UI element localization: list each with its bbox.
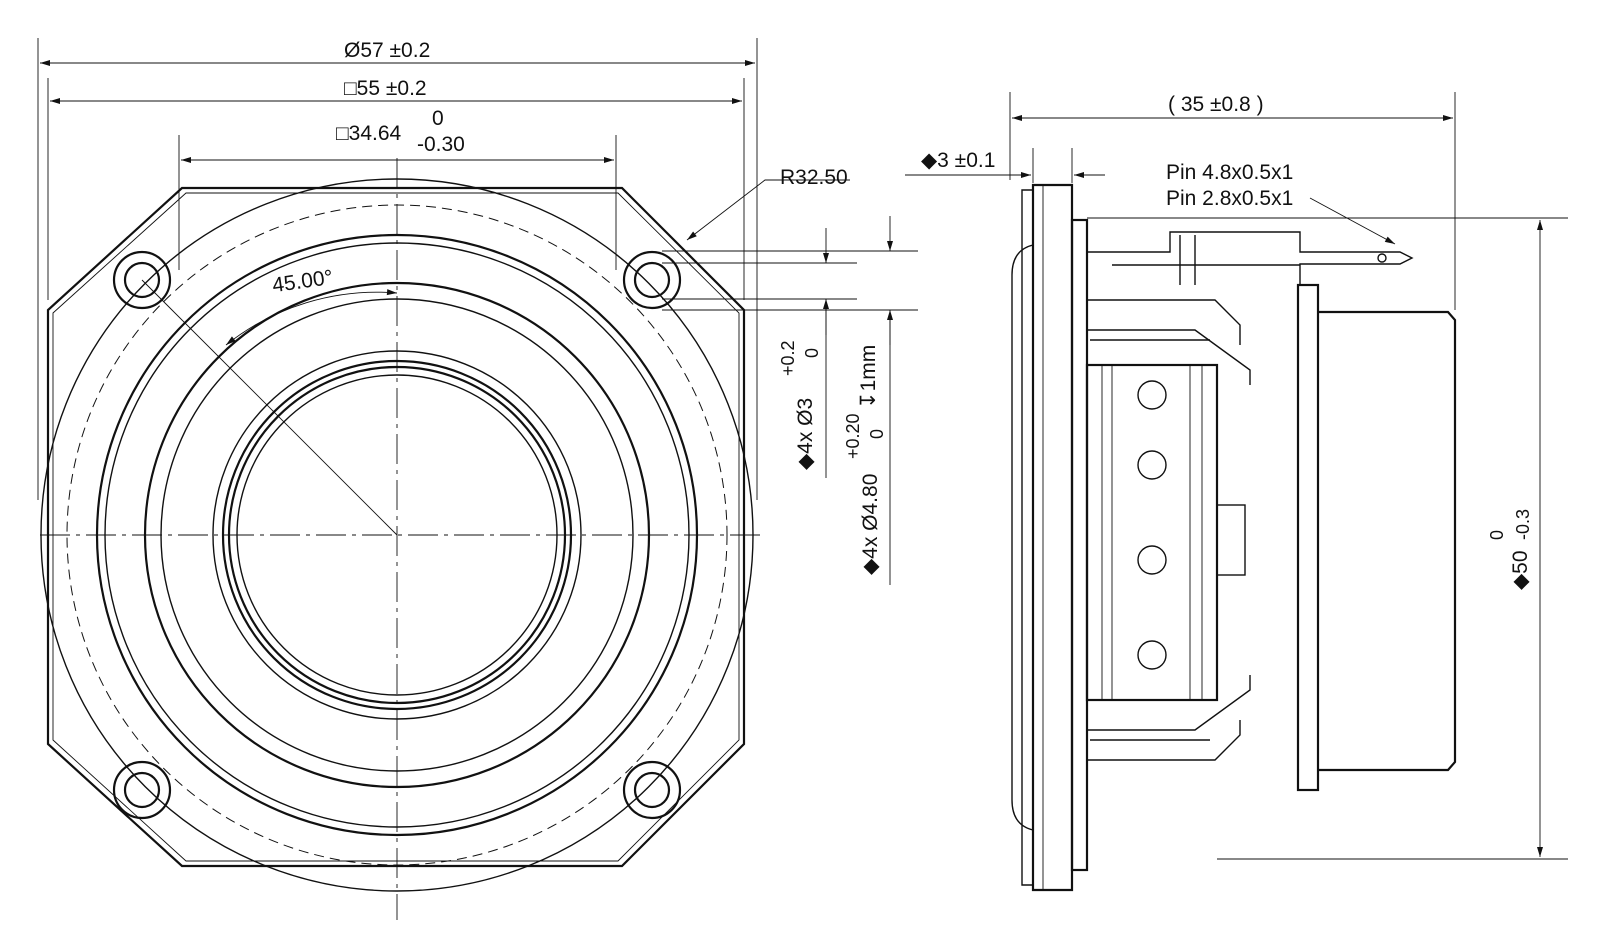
- dim-flange: ◆3 ±0.1: [921, 149, 995, 172]
- hole-dim-1-tol-lower: 0: [802, 348, 822, 358]
- basket-front-plate: [1070, 218, 1089, 872]
- basket-spokes: [1087, 299, 1251, 761]
- pin-leader: [1309, 197, 1396, 245]
- radius-leader: [686, 179, 850, 241]
- terminal-hole: [1377, 253, 1387, 263]
- hole-dim-1: ◆4x Ø3: [794, 398, 817, 470]
- hole-dim-1-tol-upper: +0.2: [778, 340, 798, 376]
- angle-arc: [225, 289, 398, 346]
- radius-label: R32.50: [780, 166, 848, 189]
- hole-dim-2: ◆4x Ø4.80: [859, 474, 882, 575]
- front-view: 45.00° Ø57 ±0.2 □55 ±0.2 □34.64 0 -0.30 …: [37, 38, 918, 920]
- pin-1-label: Pin 4.8x0.5x1: [1166, 161, 1293, 184]
- mounting-hole-top-left: [112, 250, 172, 310]
- dim-magnet-tol-lower: -0.3: [1513, 509, 1533, 540]
- terminal-large: [1087, 231, 1414, 285]
- magnet-callout: ◆50 0 -0.3: [1487, 509, 1533, 590]
- basket-ribs: [1090, 339, 1210, 741]
- diagonal-construction-line: [141, 279, 398, 536]
- hole-callout-2: ◆4x Ø4.80 +0.20 0 ↧1mm: [843, 345, 887, 575]
- frame-outline: [46, 186, 746, 868]
- mounting-hole-bottom-right: [622, 760, 682, 820]
- dim-magnet-tol-upper: 0: [1487, 530, 1507, 540]
- dim-magnet-diameter: ◆50: [1509, 550, 1532, 590]
- dim-depth: ( 35 ±0.8 ): [1168, 93, 1264, 116]
- vent-hole: [1137, 545, 1167, 575]
- vent-hole: [1137, 380, 1167, 410]
- magnet-can: [1318, 310, 1457, 772]
- hole-dim-2-tol-lower: 0: [867, 429, 887, 439]
- vent-hole: [1137, 640, 1167, 670]
- dim-outer-diameter: Ø57 ±0.2: [344, 39, 430, 62]
- dim-hole-pitch: □34.64: [336, 122, 402, 145]
- hole-dim-2-tol-upper: +0.20: [843, 413, 863, 459]
- dim-hole-pitch-tol-lower: -0.30: [417, 133, 465, 156]
- gasket-edge: [1021, 189, 1033, 886]
- motor-structure: [1085, 363, 1219, 702]
- flange: [1031, 183, 1074, 892]
- magnet-plate: [1296, 283, 1320, 792]
- mounting-hole-bottom-left: [112, 760, 172, 820]
- mounting-hole-top-right: [622, 250, 682, 310]
- hole-dim-2-depth: ↧1mm: [857, 345, 880, 409]
- dim-hole-pitch-tol-upper: 0: [432, 107, 444, 130]
- pin-2-label: Pin 2.8x0.5x1: [1166, 187, 1293, 210]
- motor-boss: [1216, 504, 1246, 576]
- motor-lines: [1101, 365, 1203, 700]
- cone-profile: [1011, 244, 1034, 831]
- dim-outer-square: □55 ±0.2: [344, 77, 427, 100]
- vent-hole: [1137, 450, 1167, 480]
- frame-inner-outline: [52, 192, 740, 862]
- terminal-small: [1112, 235, 1300, 285]
- hole-callout-1: ◆4x Ø3 +0.2 0: [778, 340, 822, 470]
- side-view: ( 35 ±0.8 ) ◆3 ±0.1 Pin 4.8x0.5x1 Pin 2.…: [905, 92, 1568, 892]
